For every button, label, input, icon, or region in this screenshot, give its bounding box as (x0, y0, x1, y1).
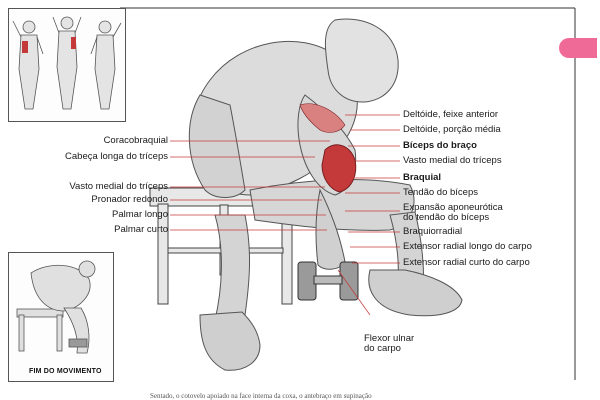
label-braquiorradial: Braquiorradial (403, 226, 463, 237)
inset-caption: FIM DO MOVIMENTO (29, 368, 102, 375)
label-tendao-biceps: Tendão do bíceps (403, 187, 479, 198)
inset-highlight-left (22, 41, 28, 53)
label-flexor-ulnar-line2: do carpo (364, 343, 401, 354)
leader-lines-right (337, 114, 400, 316)
inset-highlight-middle (71, 37, 76, 49)
label-vasto-medial-triceps-left: Vasto medial do tríceps (69, 181, 168, 192)
athlete-figure (188, 18, 463, 371)
label-pronador-redondo: Pronador redondo (91, 194, 168, 205)
label-vasto-medial-triceps-right: Vasto medial do tríceps (403, 155, 502, 166)
inset-figures-drawing (12, 16, 122, 110)
label-braquial: Braquial (403, 172, 442, 183)
muscle-highlight-deltoid (299, 103, 346, 133)
page-marker-tab (559, 38, 597, 58)
label-flexor-ulnar-line1: Flexor ulnar (364, 333, 415, 344)
label-palmar-curto: Palmar curto (114, 224, 168, 235)
footer-caption: Sentado, o cotovelo apoiado na face inte… (150, 392, 372, 400)
dumbbell (297, 261, 359, 301)
label-expansao-line1: Expansão aponeurótica (403, 202, 503, 213)
label-biceps-do-braco: Bíceps do braço (403, 140, 477, 151)
label-deltoide-porcao-media: Deltóide, porção média (403, 124, 501, 135)
muscle-highlight-biceps (321, 144, 357, 193)
label-extensor-radial-longo: Extensor radial longo do carpo (403, 241, 532, 252)
leader-lines-left (170, 140, 330, 231)
label-deltoide-feixe-anterior: Deltóide, feixe anterior (403, 109, 499, 120)
inset-end-of-movement: FIM DO MOVIMENTO (8, 252, 114, 382)
label-coracobraquial: Coracobraquial (103, 135, 168, 146)
inset-muscle-figures (8, 8, 126, 122)
label-extensor-radial-curto: Extensor radial curto do carpo (403, 257, 530, 268)
inset-end-drawing (16, 260, 96, 354)
label-expansao-line2: do tendão do bíceps (403, 212, 490, 223)
label-palmar-longo: Palmar longo (112, 209, 168, 220)
label-cabeca-longa-triceps: Cabeça longa do tríceps (65, 151, 168, 162)
